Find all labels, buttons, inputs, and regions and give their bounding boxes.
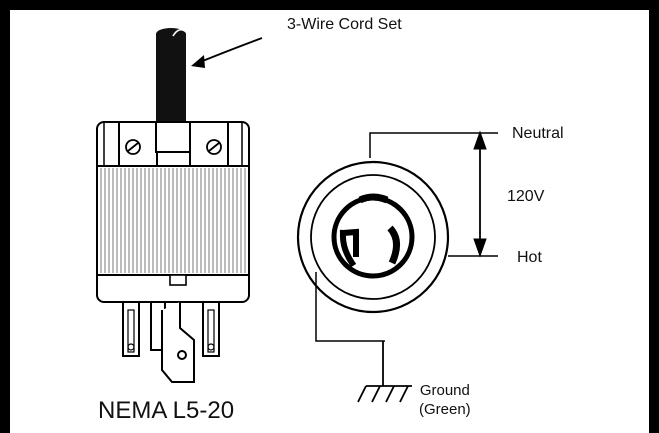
ground-label-line1: Ground — [419, 382, 470, 399]
ground-label-line2: (Green) — [419, 401, 471, 418]
diagram-panel: 3-Wire Cord Set Neutral 120V Hot Ground … — [10, 10, 649, 433]
cord-set-label: 3-Wire Cord Set — [287, 16, 402, 33]
plug-receptacle-diagram — [96, 28, 498, 403]
ground-label: Ground (Green) — [419, 381, 471, 419]
ground-symbol — [357, 341, 412, 403]
receptacle-face — [296, 160, 450, 314]
cord — [156, 28, 187, 134]
cord-callout-arrow — [191, 37, 263, 68]
plug-type-label: NEMA L5-20 — [98, 397, 235, 424]
voltage-arrow — [473, 130, 487, 258]
plug-blades — [122, 301, 220, 383]
leader-lines — [315, 132, 498, 342]
voltage-label: 120V — [507, 188, 545, 205]
neutral-label: Neutral — [512, 125, 564, 142]
plug-grip-ribs — [100, 168, 246, 273]
hot-label: Hot — [517, 249, 542, 266]
